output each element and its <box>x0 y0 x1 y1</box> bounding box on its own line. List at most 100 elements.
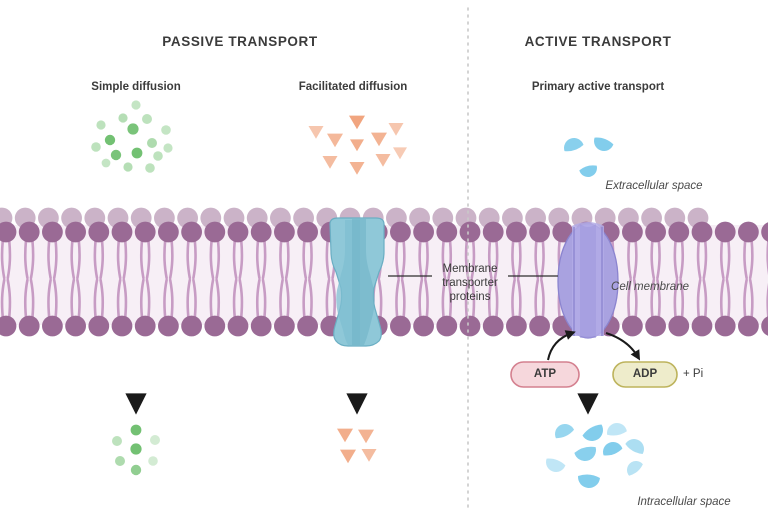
lipid-tail <box>145 238 151 280</box>
molecule <box>150 435 160 445</box>
channel-protein <box>329 217 385 347</box>
lipid-head <box>506 315 527 337</box>
lipid-tail <box>308 278 313 320</box>
molecule <box>625 439 644 454</box>
lipid-head <box>65 315 86 337</box>
lipid-tail <box>418 278 424 320</box>
molecule <box>115 456 125 466</box>
lipid-head <box>158 221 179 243</box>
lipid-tail <box>232 278 238 320</box>
lipid-tail <box>748 278 754 320</box>
lipid-tail <box>632 278 638 320</box>
lipid-head <box>714 221 736 243</box>
molecule <box>118 113 128 123</box>
lipid-tail <box>673 238 679 280</box>
lipid-tail <box>186 278 192 320</box>
lipid-head <box>297 315 318 337</box>
lipid-head <box>65 221 86 243</box>
lipid-tail <box>743 278 748 320</box>
molecule <box>393 147 407 160</box>
molecule <box>130 443 142 455</box>
atp-input-arrow <box>547 330 576 361</box>
atp-badge <box>510 361 580 388</box>
lipid-tail <box>70 238 76 280</box>
molecule <box>375 154 391 167</box>
lipid-head <box>390 315 411 337</box>
lipid-head <box>714 315 736 337</box>
lipid-tail <box>168 278 174 320</box>
lipid-tail <box>719 238 725 280</box>
lipid-tail <box>139 278 145 320</box>
lipid-tail <box>23 278 29 320</box>
lipid-tail <box>122 238 128 280</box>
lipid-tail <box>238 238 244 280</box>
lipid-tail <box>627 278 632 320</box>
molecule <box>594 137 614 151</box>
molecule <box>145 163 155 173</box>
lipid-tail <box>0 238 6 280</box>
lipid-tail <box>540 238 545 280</box>
lipid-tail <box>377 278 383 320</box>
lipid-tail <box>516 278 522 320</box>
lipid-head <box>482 315 504 337</box>
lipid-head <box>111 221 133 243</box>
lipid-tail <box>308 238 313 280</box>
lipid-head <box>691 221 713 243</box>
lipid-head <box>158 315 179 337</box>
molecule <box>564 138 584 152</box>
molecule <box>340 449 356 464</box>
lipid-tail <box>447 278 453 320</box>
lipid-head <box>250 221 272 243</box>
lipid-tail <box>447 238 453 280</box>
lipid-head <box>88 315 110 337</box>
molecule <box>349 115 365 130</box>
molecule <box>91 142 101 152</box>
label-intracellular-space: Intracellular space <box>637 496 731 508</box>
atp-hydrolysis-arrows <box>547 330 641 361</box>
lipid-tail <box>650 238 656 280</box>
facilitated-diffusion-molecules-outside <box>308 115 407 175</box>
molecule <box>96 120 106 130</box>
lipid-tail <box>632 238 638 280</box>
lipid-tail <box>99 238 105 280</box>
lipid-head <box>111 315 133 337</box>
protein-label: Membrane transporter proteins <box>442 262 498 304</box>
lipid-tail <box>52 278 58 320</box>
mechanism-label-primary-active-transport: Primary active transport <box>531 81 665 93</box>
lipid-tail <box>261 278 267 320</box>
lipid-tail <box>493 278 499 320</box>
lipid-tail <box>47 278 52 320</box>
lipid-tail <box>627 238 632 280</box>
molecule <box>358 429 374 444</box>
lipid-tail <box>284 238 290 280</box>
molecule <box>130 464 142 476</box>
simple-diffusion-molecules-outside <box>91 100 173 173</box>
lipid-head <box>204 315 226 337</box>
lipid-head <box>738 315 759 337</box>
lipid-head <box>181 315 203 337</box>
lipid-tail <box>70 278 76 320</box>
lipid-tail <box>232 238 238 280</box>
lipid-tail <box>116 238 122 280</box>
lipid-tail <box>400 238 406 280</box>
lipid-tail <box>0 278 6 320</box>
lipid-head <box>42 221 63 243</box>
facilitated-diffusion-molecules-inside <box>337 428 377 464</box>
molecule <box>371 132 387 147</box>
protein-label-line-1: Membrane <box>442 263 498 275</box>
lipid-tail <box>696 238 702 280</box>
lipid-tail <box>116 278 122 320</box>
lipid-head <box>274 315 295 337</box>
lipid-tail <box>209 278 215 320</box>
molecule <box>388 123 404 136</box>
molecule <box>110 149 122 161</box>
molecule <box>131 100 141 110</box>
molecule <box>127 123 139 135</box>
active-transport-molecules-outside <box>564 137 614 177</box>
lipid-tail <box>679 278 685 320</box>
lipid-tail <box>650 278 656 320</box>
molecule <box>322 156 338 169</box>
lipid-tail <box>725 238 731 280</box>
lipid-tail <box>395 238 400 280</box>
lipid-head <box>761 222 768 242</box>
